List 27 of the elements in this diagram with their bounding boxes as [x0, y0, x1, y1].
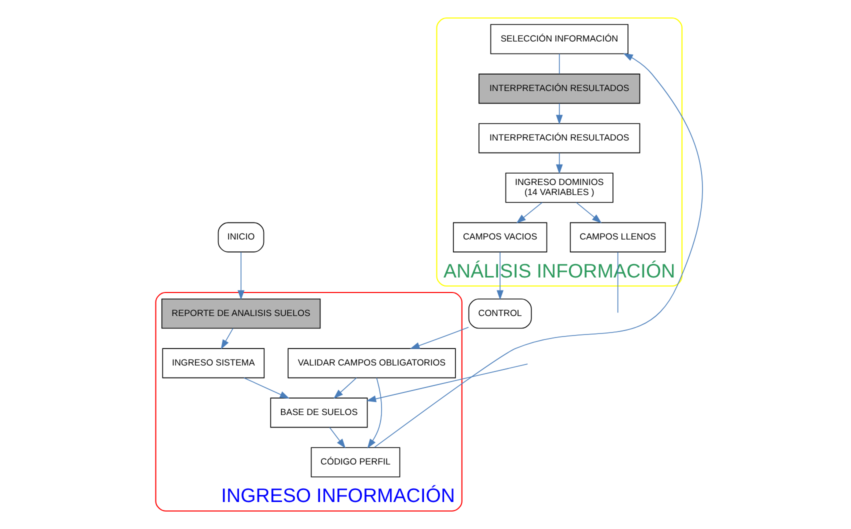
node-box: INICIO [217, 222, 264, 252]
arrow [366, 364, 528, 402]
connector [558, 53, 560, 74]
arrow [243, 377, 290, 399]
node-box: CAMPOS VACIOS [452, 222, 547, 252]
node-box: VALIDAR CAMPOS OBLIGATORIOS [287, 348, 456, 378]
node-box: INTERPRETACIÓN RESULTADOS [478, 123, 640, 154]
node-box: BASE DE SUELOS [270, 398, 368, 428]
arrow [409, 326, 468, 349]
node-box: INGRESO SISTEMA [162, 348, 264, 378]
arrow [373, 53, 702, 448]
arrow [555, 102, 562, 125]
arrow [366, 377, 382, 449]
node-box: SELECCIÓN INFORMACIÓN [490, 24, 628, 54]
arrow [220, 328, 233, 350]
arrow [575, 202, 602, 224]
node-box: CÓDIGO PERFIL [310, 447, 400, 478]
node-box: INGRESO DOMINIOS (14 VARIABLES ) [504, 172, 613, 203]
arrow [555, 152, 562, 174]
arrow [328, 426, 346, 448]
node-box: REPORTE DE ANALISIS SUELOS [160, 298, 320, 329]
node-box: CONTROL [468, 298, 532, 329]
node-box: INTERPRETACIÓN RESULTADOS [478, 74, 640, 104]
node-box: CAMPOS LLENOS [569, 222, 666, 252]
arrow [237, 252, 244, 300]
arrow [332, 377, 356, 399]
arrow [516, 202, 542, 224]
